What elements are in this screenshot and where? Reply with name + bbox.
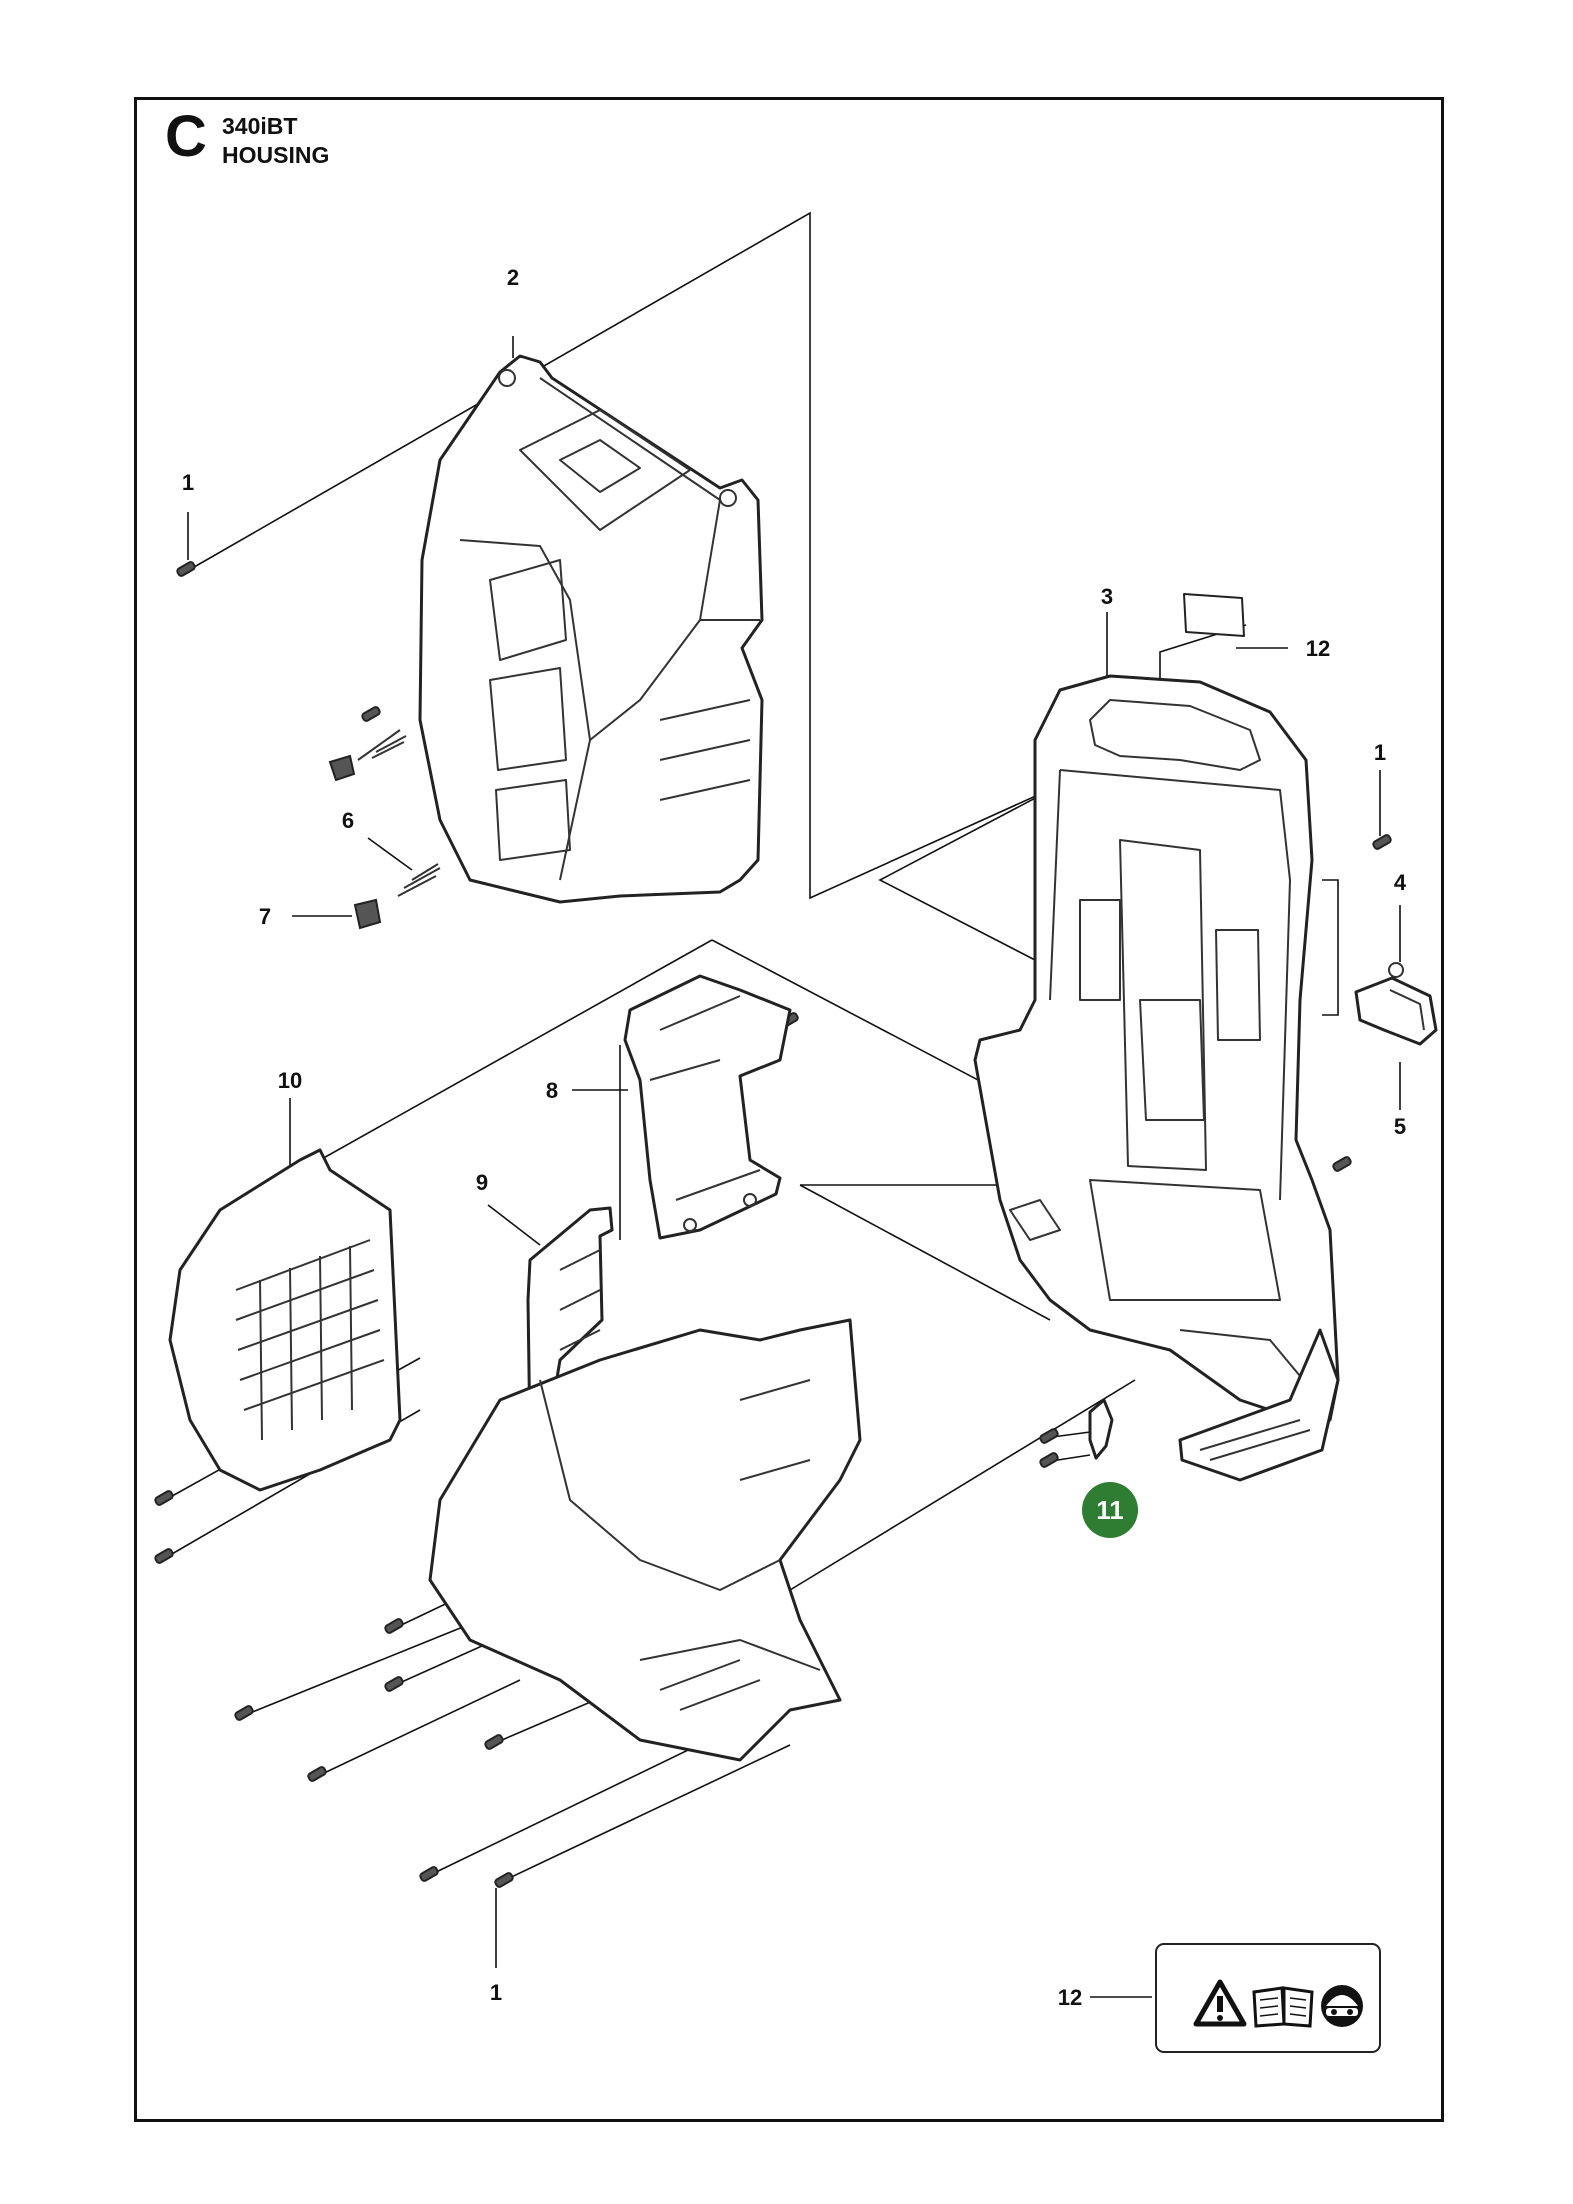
callout-2: 2: [507, 265, 519, 290]
callout-12-bottom: 12: [1058, 1985, 1082, 2010]
callout-3: 3: [1101, 584, 1113, 609]
callout-12-top: 12: [1306, 636, 1330, 661]
callout-7: 7: [259, 904, 271, 929]
part-3-back-housing: [973, 674, 1340, 1482]
callout-11-highlighted: 11: [1096, 1495, 1124, 1525]
protective-gear-icon: [1321, 1985, 1363, 2027]
section-title: HOUSING: [222, 142, 330, 168]
safety-label-sticker: [1183, 593, 1245, 637]
callout-labels: 1 2 3 12 1 4 5 6 7 8 9 10 11 1 12: [182, 265, 1407, 2010]
manual-book-icon: [1252, 1986, 1314, 2028]
callout-9: 9: [476, 1170, 488, 1195]
warning-triangle-icon: [1193, 1979, 1247, 2027]
section-letter: C: [165, 104, 207, 169]
callout-4: 4: [1394, 870, 1407, 895]
callout-1-top-left: 1: [182, 470, 194, 495]
part-10-intake-cover: [168, 1148, 402, 1492]
diagram-frame: [134, 97, 1444, 2122]
part-8-inner-duct: [623, 974, 792, 1240]
callout-1-right: 1: [1374, 740, 1386, 765]
callout-8: 8: [546, 1078, 558, 1103]
lower-nozzle-housing: [428, 1318, 862, 1762]
highlight-badge: [1082, 1482, 1138, 1538]
screws: [154, 561, 1404, 1888]
part-5-clip: [1354, 976, 1438, 1046]
callout-5: 5: [1394, 1114, 1406, 1139]
callout-1-bottom: 1: [490, 1980, 502, 2005]
callout-6: 6: [342, 808, 354, 833]
callout-10: 10: [278, 1068, 302, 1093]
part-2-top-cover: [328, 354, 764, 930]
safety-label-box: [1155, 1943, 1381, 2053]
part-11-clip: [1088, 1398, 1114, 1460]
model-name: 340iBT: [222, 113, 298, 139]
